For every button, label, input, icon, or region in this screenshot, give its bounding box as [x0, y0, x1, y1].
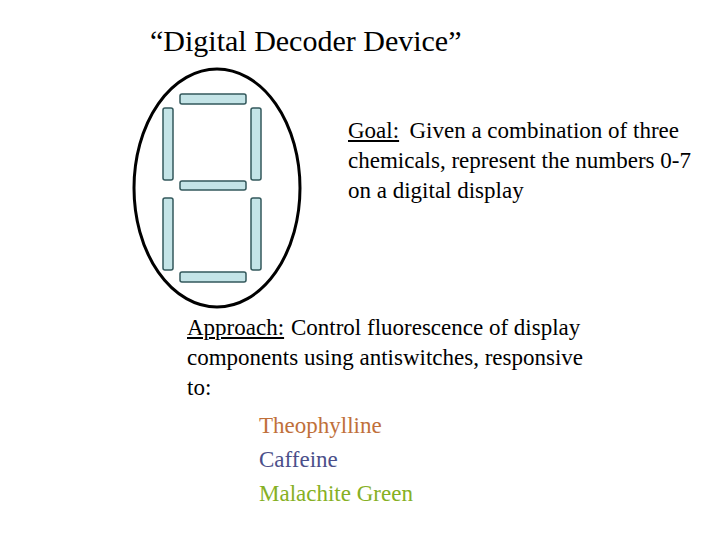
display-segment [180, 94, 246, 104]
approach-paragraph: Approach:Control fluorescence of display… [187, 313, 597, 403]
display-outline [134, 69, 300, 307]
chemical-name: Caffeine [259, 446, 338, 475]
slide-title: “Digital Decoder Device” [150, 22, 462, 60]
goal-text: Given a combination of three chemicals, … [348, 118, 691, 203]
chemical-name: Malachite Green [259, 480, 413, 509]
display-segment [180, 272, 246, 282]
display-segment [180, 181, 246, 190]
display-segment [163, 108, 173, 180]
goal-heading: Goal: [348, 118, 399, 143]
display-segment [251, 198, 261, 270]
approach-heading: Approach: [187, 315, 284, 340]
chemical-name: Theophylline [259, 412, 382, 441]
goal-paragraph: Goal:Given a combination of three chemic… [348, 116, 693, 206]
display-segment [163, 198, 173, 270]
display-segment [251, 108, 261, 180]
